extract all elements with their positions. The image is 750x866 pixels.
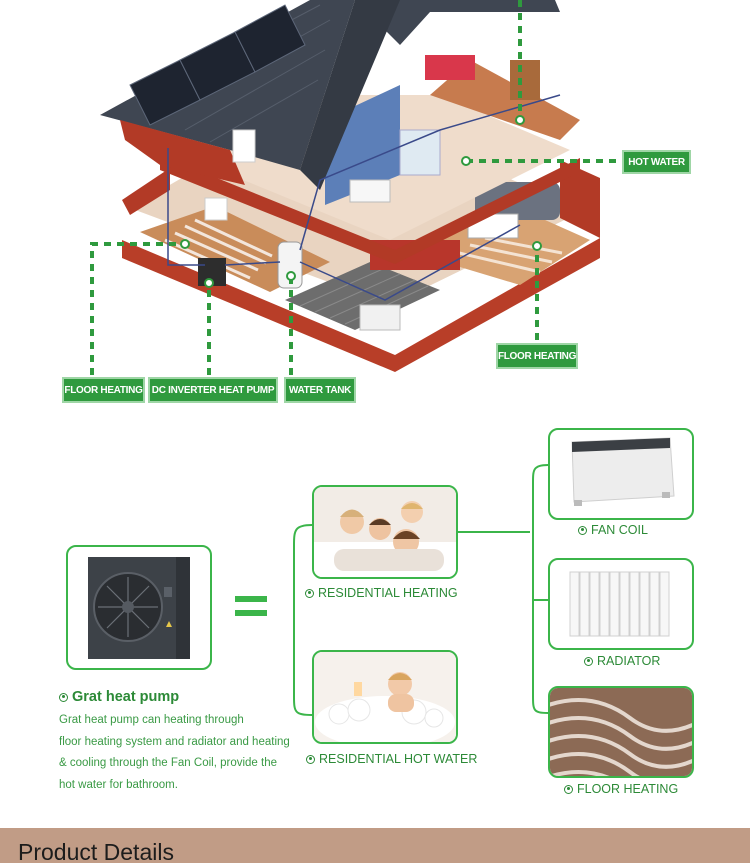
floor-heating-image xyxy=(550,688,692,776)
label-floor-heating-left: FLOOR HEATING xyxy=(62,377,145,403)
caption-fan-coil: FAN COIL xyxy=(578,523,648,537)
caption-residential-hot-water: RESIDENTIAL HOT WATER xyxy=(306,752,477,766)
description-line: floor heating system and radiator and he… xyxy=(59,735,290,748)
product-title: Grat heat pump xyxy=(59,689,179,705)
solar-panels xyxy=(129,4,306,126)
bath-photo xyxy=(314,652,456,742)
house-cutaway-illustration xyxy=(90,0,622,375)
caption-floor-heating: FLOOR HEATING xyxy=(564,782,678,796)
upper-floor-slab xyxy=(160,155,580,264)
kitchen-floor xyxy=(285,262,440,330)
fan-coil-frame xyxy=(548,428,694,520)
description-line: Grat heat pump can heating through xyxy=(59,714,244,726)
bullet-icon xyxy=(584,656,593,666)
radiator-image xyxy=(569,571,670,637)
caption-residential-heating-text: RESIDENTIAL HEATING xyxy=(318,586,458,600)
residential-hot-water-frame xyxy=(312,650,458,744)
product-description: Grat heat pump can heating through floor… xyxy=(59,710,319,796)
bullet-icon xyxy=(59,692,68,702)
gable-wall xyxy=(120,120,245,185)
water-tank xyxy=(277,241,303,289)
label-dc-inverter-heat-pump: DC INVERTER HEAT PUMP xyxy=(148,377,278,403)
bullet-icon xyxy=(306,754,315,764)
caption-floor-heating-text: FLOOR HEATING xyxy=(577,782,679,796)
product-title-text: Grat heat pump xyxy=(72,689,180,705)
label-water-tank: WATER TANK xyxy=(284,377,356,403)
caption-residential-heating: RESIDENTIAL HEATING xyxy=(305,586,458,600)
equals-sign-bottom xyxy=(235,610,267,616)
ground-left-wall xyxy=(122,168,170,215)
description-line: & cooling through the Fan Coil, provide … xyxy=(59,757,277,769)
heat-pump-frame xyxy=(66,545,212,670)
floor-heating-frame xyxy=(548,686,694,778)
caption-radiator-text: RADIATOR xyxy=(597,654,661,668)
caption-residential-hot-water-text: RESIDENTIAL HOT WATER xyxy=(319,752,478,766)
caption-fan-coil-text: FAN COIL xyxy=(591,523,648,537)
family-photo xyxy=(314,487,456,577)
label-hot-water: HOT WATER xyxy=(622,150,691,174)
roof-right xyxy=(355,0,560,45)
description-line: hot water for bathroom. xyxy=(59,778,178,791)
caption-radiator: RADIATOR xyxy=(584,654,660,668)
residential-heating-frame xyxy=(312,485,458,579)
radiator-frame xyxy=(548,558,694,650)
house-base xyxy=(122,238,600,372)
bullet-icon xyxy=(564,784,573,794)
bullet-icon xyxy=(305,588,314,598)
label-floor-heating-right: FLOOR HEATING xyxy=(496,343,578,369)
product-details-bar: Product Details xyxy=(0,828,750,865)
product-details-title: Product Details xyxy=(18,839,174,865)
fan-coil-image xyxy=(571,437,675,506)
scheme-connectors xyxy=(235,464,549,716)
equals-sign-top xyxy=(235,596,267,602)
heat-pump-image xyxy=(88,557,190,659)
bullet-icon xyxy=(578,525,587,535)
